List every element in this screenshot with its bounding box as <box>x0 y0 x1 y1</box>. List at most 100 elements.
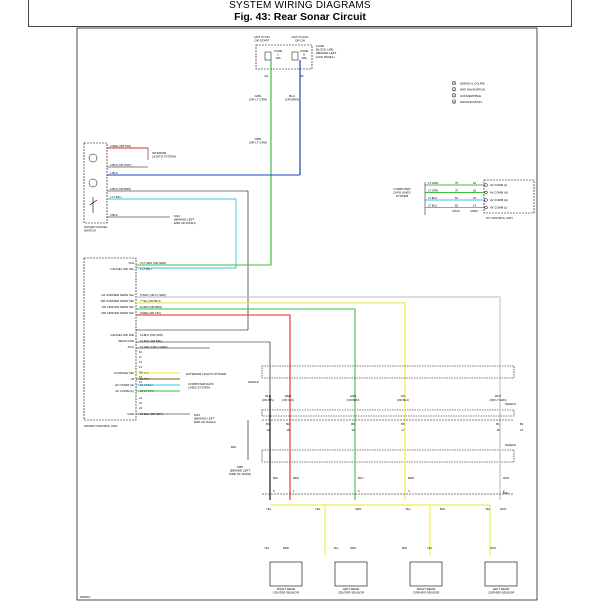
computer-data-lines-label: DATA LINES <box>394 191 411 195</box>
diagram-frame <box>76 27 538 601</box>
hot-acc-label: OR ON <box>295 39 305 43</box>
lower-connector-pin: 2 <box>503 489 505 493</box>
harness-ref: 13 <box>520 428 524 432</box>
harness-pin: B3 <box>351 422 355 426</box>
sonar-unit-pin: IGN <box>129 261 134 265</box>
shield-harness-bottom <box>261 449 515 463</box>
sonar-unit-pin-number: 15 <box>139 375 142 379</box>
figure-title: Fig. 43: Rear Sonar Circuit <box>234 11 366 23</box>
parking-sensor-box <box>484 561 518 587</box>
sonar-unit-pin-number: 13 <box>139 365 142 369</box>
exterior-lights-label: EXTERIOR LIGHTS SYSTEM <box>186 372 227 376</box>
lower-wire-label: BLU <box>358 476 363 480</box>
parking-sensor-label: RIGHT REAR <box>277 587 296 591</box>
shield-harness-mid <box>261 409 515 417</box>
legend-number-circle <box>451 93 457 98</box>
ground-m14-label: M14 <box>194 413 200 417</box>
yel-rr-corner-wire <box>136 302 406 395</box>
ground-m14-label: END OF DASH) <box>194 420 216 424</box>
splice-wire-label: YEL <box>405 507 411 511</box>
fuse-2-label: FUSE <box>300 49 308 53</box>
legend-number-circle <box>484 190 488 195</box>
fuse-block-label: (BEHIND LEFT <box>316 51 337 55</box>
av-comm-pin: 14 <box>473 204 477 208</box>
sonar-unit-wire-label: 5 WHT (OR LT GRN) <box>140 293 166 297</box>
switch-wire-label: 2 RED (OR TAN) <box>110 144 131 148</box>
ground-m14-label: (BEHIND LEFT <box>174 218 195 222</box>
switch-wire-label: 3 BLK <box>110 213 118 217</box>
harness-pin: 17 <box>401 428 405 432</box>
av-comm-function: AV COMM (L) <box>490 183 507 187</box>
legend-number-circle <box>451 87 457 92</box>
legend-number-circle <box>451 80 457 86</box>
hot-start-label: HOT IN ON <box>254 35 269 39</box>
sonar-unit-pin: RR CENTER SENS SIG <box>101 311 134 315</box>
sensor-wire-label: GRN <box>350 546 356 550</box>
sonar-unit-pin-number: 12 <box>139 360 142 364</box>
av-comm-pin: 81 <box>455 196 459 200</box>
ground-m55-label: SIDE OF DASH) <box>229 472 251 476</box>
splice-wire-label: YEL <box>315 507 321 511</box>
junction-connector-label: 1H <box>264 74 268 78</box>
switch-contact-icon <box>89 197 98 213</box>
legend-number-circle <box>484 198 488 202</box>
sonar-unit-wire-label: 12 BLK (OR PPL) <box>140 339 162 343</box>
harness-pin: 16 <box>351 428 355 432</box>
interior-lights-label: LIGHTS SYSTEM <box>152 155 177 159</box>
fuse-2-label: 10A <box>301 56 306 60</box>
legend-number: 4 <box>453 100 455 104</box>
sonar-control-unit-box <box>83 257 137 421</box>
switch-wire-label: 2 BLK (OR WHT) <box>110 163 132 167</box>
sonar-unit-pin: AV COMM (L) <box>115 389 134 393</box>
sonar-unit-pin: R RANGE SIG <box>114 371 134 375</box>
sensor-wire-label: BLK <box>402 546 407 550</box>
sonar-unit-wire-label: 13 GRY (OR LT GRN) <box>140 345 168 349</box>
ground-m55-label: M55 <box>237 465 243 469</box>
sonar-unit-pin-number: 23 <box>139 406 142 410</box>
splice-wire-label: BLK <box>440 507 445 511</box>
switch-wire-label: 1 LT BLU <box>110 195 122 199</box>
blu-wire-label: (OR BRN) <box>285 98 299 102</box>
harness-pin: 18 <box>286 428 290 432</box>
fuse-1-icon <box>264 51 272 61</box>
switch-wire-label: 6 BLK (OR BRN) <box>110 187 131 191</box>
splice-wire-label: YEL <box>485 507 491 511</box>
sonar-unit-wire-label: 8 GRN (OR BRN) <box>140 305 162 309</box>
av-comm-pin: 16 <box>473 181 477 185</box>
red-rr-center-wire <box>136 314 291 395</box>
ground-m14-label: M14 <box>174 214 180 218</box>
harness-pin: B2 <box>286 422 290 426</box>
fuse-2-icon <box>291 51 299 61</box>
sonar-cancel-switch-label: SONAR CANCEL <box>84 225 108 229</box>
shield-label: SHIELD <box>505 443 517 447</box>
lower-connector-pin: 4 <box>408 489 410 493</box>
lower-wire-label: RED <box>293 476 299 480</box>
fuse-1-label: FUSE <box>274 49 282 53</box>
av-control-unit-label: AV CONTROL UNIT <box>486 216 513 220</box>
harness-pin: 18 <box>496 428 500 432</box>
harness-wire-label: GRN <box>350 394 356 398</box>
fuse-1-label: 1 <box>277 52 279 56</box>
legend-number-circle <box>484 183 488 187</box>
sonar-unit-pin: ACC <box>128 345 135 349</box>
legend-item: SEDAN & COUPE <box>460 82 485 86</box>
fuse-block-label: KICK PANEL) <box>316 55 334 59</box>
parking-sensor-label: LEFT REAR <box>493 587 510 591</box>
av-comm-function: AV COMM (L) <box>490 206 507 210</box>
parking-sensor-box <box>409 561 443 587</box>
sonar-unit-pin-number: 22 <box>139 401 142 405</box>
diagram-header: SYSTEM WIRING DIAGRAMS Fig. 43: Rear Son… <box>28 0 572 27</box>
parking-sensor-label: CORNER SENSOR <box>413 591 440 595</box>
sonar-unit-pin: +B <box>130 377 134 381</box>
av-comm-function: AV COMM (H) <box>490 191 508 195</box>
fuse-2-label: 9 <box>303 52 305 56</box>
ground-m14-label: END OF DASH) <box>174 221 196 225</box>
splice-wire-label: YEL <box>266 507 272 511</box>
grn-wire-label: (OR LT GRN) <box>249 98 267 102</box>
sensor-wire-label: WHT <box>490 546 497 550</box>
sonar-unit-wire-label: 7 YEL (OR BLU) <box>140 299 161 303</box>
harness-ref: B1 <box>520 422 524 426</box>
harness-wire-label: BLK <box>265 394 270 398</box>
splice-wire-label: WHT <box>500 507 507 511</box>
